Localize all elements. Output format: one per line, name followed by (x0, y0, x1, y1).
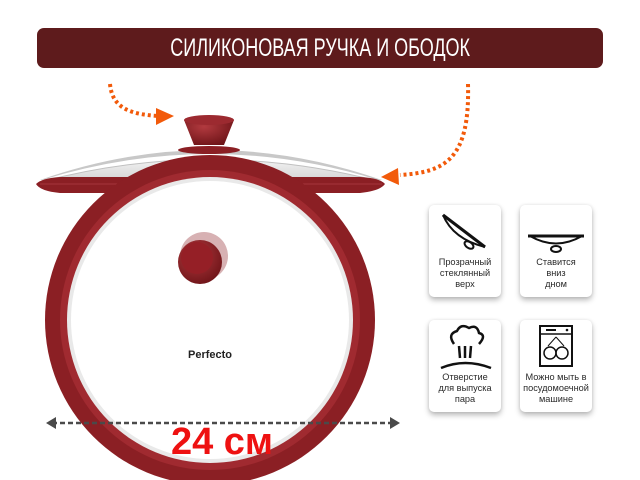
dishwasher-icon (539, 325, 573, 367)
banner-title: СИЛИКОНОВАЯ РУЧКА И ОБОДОК (170, 33, 470, 62)
dimension-arrow (46, 417, 400, 429)
handle-pointer-arrow (108, 83, 174, 125)
steam-vent-icon (440, 324, 492, 370)
diameter-label: 24 см (170, 421, 274, 463)
feature-card-upside-down: Ставится вниз дном (520, 205, 592, 297)
feature-label: Прозрачный стеклянный верх (438, 257, 492, 289)
title-banner: СИЛИКОНОВАЯ РУЧКА И ОБОДОК (37, 28, 603, 68)
feature-card-steam-vent: Отверстие для выпуска пара (429, 320, 501, 412)
feature-label: Можно мыть в посудомоечной машине (523, 372, 589, 404)
feature-label: Ставится вниз дном (536, 257, 576, 289)
tilted-lid-icon (442, 213, 486, 250)
lid-top-view: Perfecto (45, 155, 375, 480)
brand-logo: Perfecto (188, 349, 232, 361)
feature-label: Отверстие для выпуска пара (438, 372, 492, 404)
feature-card-transparent-glass: Прозрачный стеклянный верх (429, 205, 501, 297)
upside-down-lid-icon (528, 234, 584, 253)
feature-card-dishwasher: Можно мыть в посудомоечной машине (520, 320, 592, 412)
rim-pointer-arrow (381, 83, 471, 185)
